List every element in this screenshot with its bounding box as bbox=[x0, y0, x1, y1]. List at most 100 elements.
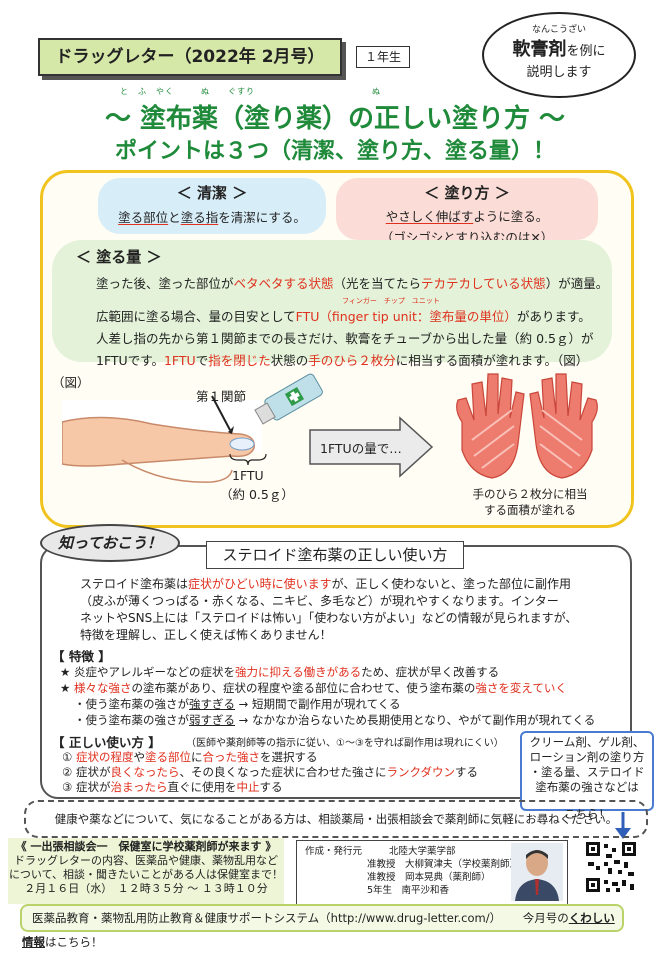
features-heading: 【 特徴 】 bbox=[52, 649, 111, 664]
arrow-right-icon bbox=[309, 416, 434, 478]
feature-4a: ・使う塗布薬の強さが bbox=[74, 713, 189, 727]
know-badge: 知っておこう！ bbox=[40, 524, 180, 562]
speech-bubble: なんこうざい 軟膏剤を例に 説明します bbox=[482, 12, 636, 98]
arrow-down-icon bbox=[615, 812, 631, 839]
credits-box: 作成・発行元 北陸大学薬学部 准教授 大柳賀津夫（学校薬剤師） 准教授 岡本晃典… bbox=[296, 840, 568, 906]
amount-p2a: 広範囲に塗る場合、量の目安として bbox=[96, 309, 296, 324]
amount-p4e: 状態の bbox=[270, 353, 309, 368]
amount-heading: ＜ 塗る量 ＞ bbox=[76, 248, 162, 266]
feature-1a: ★ 炎症やアレルギーなどの症状を bbox=[60, 665, 235, 679]
bubble-ruby: なんこうざい bbox=[531, 25, 586, 35]
main-title: 〜 塗布薬（塗り薬）の正しい塗り方 〜 bbox=[104, 104, 566, 134]
author-photo bbox=[511, 843, 563, 901]
intro-1a: ステロイド塗布薬は bbox=[80, 577, 189, 591]
credit-2: 准教授 岡本晃典（薬剤師） bbox=[367, 872, 491, 883]
consult-date: ２月１６日（水） １２時３５分 〜 １３時１０分 bbox=[24, 882, 268, 895]
amount-p1a: 塗った後、塗った部位が bbox=[96, 276, 234, 291]
figure-label: （図） bbox=[52, 375, 90, 390]
intro-3: ネットやSNS上には「ステロイドは怖い」「使わない方がよい」などの情報が見られま… bbox=[80, 611, 578, 625]
feature-3c: → 短期間で副作用が現れてくる bbox=[235, 697, 401, 711]
intro-1b: 症状がひどい時に使います bbox=[188, 577, 332, 591]
palms-illustration bbox=[456, 373, 598, 479]
usage-2d: ランクダウン bbox=[386, 765, 456, 779]
intro-1c: が、正しく使わないと、塗った部位に副作用 bbox=[331, 577, 571, 591]
side-note-4: 塗布薬の強さなどは bbox=[535, 780, 639, 794]
apply-text-a: やさしく伸ばす bbox=[385, 209, 474, 224]
amount-p4g: に相当する面積が塗れます。（図） bbox=[395, 353, 589, 368]
consult-box: 《 一出張相談会一 保健室に学校薬剤師が来ます 》 ドラッグレターの内容、医薬品… bbox=[8, 838, 284, 904]
usage-3c: 直ぐに使用を bbox=[167, 780, 237, 794]
side-note-3: ・塗る量、ステロイド bbox=[529, 765, 645, 779]
amount-p1e: ）が適量。 bbox=[545, 276, 609, 291]
ftu-label: 1FTU bbox=[232, 468, 264, 483]
clean-text-a: 塗る部位 bbox=[118, 210, 169, 225]
feature-4c: → なかなか治らないため長期使用となり、やがて副作用が現れてくる bbox=[235, 713, 596, 727]
feature-1b: 強力に抑える働きがある bbox=[234, 665, 362, 679]
usage-3e: する bbox=[259, 780, 283, 794]
joint-label: 第１関節 bbox=[196, 389, 247, 404]
usage-1e: に bbox=[190, 750, 203, 764]
intro-2: （皮ふが薄くつっぱる・赤くなる、ニキビ、多毛など）が現れやすくなります。インター bbox=[80, 594, 559, 608]
ftu-ruby: フィンガー チップ ユニット bbox=[342, 297, 440, 305]
consult-title: 《 一出張相談会一 保健室に学校薬剤師が来ます 》 bbox=[15, 840, 277, 853]
feature-2c: の塗布薬があり、症状の程度や塗る部位に合わせて、使う塗布薬の bbox=[131, 681, 476, 695]
amount-p1d: テカテカしている状態 bbox=[421, 276, 546, 291]
footer-detail-link[interactable]: くわしい情報 bbox=[22, 911, 615, 949]
title-ruby: と ふ やく ぬ ぐすり ぬ bbox=[120, 87, 381, 96]
feature-4b: 弱すぎる bbox=[189, 713, 235, 727]
clean-text-b: と bbox=[168, 210, 181, 225]
ointment-tube bbox=[254, 373, 323, 425]
bubble-line2: 説明します bbox=[526, 65, 592, 80]
usage-2e: する bbox=[455, 765, 479, 779]
consult-line-1: ドラッグレターの内容、医薬品や健康、薬物乱用など bbox=[14, 854, 278, 867]
side-note-1: クリーム剤、ゲル剤、 bbox=[529, 735, 645, 749]
credit-3: 5年生 南平沙和香 bbox=[367, 885, 450, 896]
amount-p2c: があります。 bbox=[516, 309, 591, 324]
bubble-main: 軟膏剤 bbox=[512, 39, 567, 60]
usage-note: （医師や薬剤師等の指示に従い、①〜③を守れば副作用は現れにくい） bbox=[186, 738, 504, 749]
feature-2d: 強さを変えていく bbox=[475, 681, 567, 695]
usage-3d: 中止 bbox=[236, 780, 260, 794]
clean-panel: ＜ 清潔 ＞ 塗る部位と塗る指を清潔にする。 bbox=[98, 178, 326, 234]
clean-text-c: 塗る指 bbox=[180, 210, 219, 225]
amount-panel: ＜ 塗る量 ＞ 塗った後、塗った部位がベタベタする状態（光を当てたらテカテカして… bbox=[52, 240, 612, 368]
usage-3a: ③ 症状が bbox=[62, 780, 111, 794]
footer-link-suffix: はこちら！ bbox=[45, 935, 103, 949]
amount-p4a: 1FTUです。 bbox=[96, 353, 164, 368]
bubble-tail: を例に bbox=[566, 44, 606, 59]
intro-4: 特徴を理解し、正しく使えば怖くありません！ bbox=[80, 628, 332, 642]
features-list: ★ 炎症やアレルギーなどの症状を強力に抑える働きがあるため、症状が早く改善する … bbox=[60, 664, 630, 728]
steroid-title: ステロイド塗布薬の正しい使い方 bbox=[206, 541, 464, 569]
feature-2b: 様々な強さ bbox=[73, 681, 132, 695]
amount-p1c: （光を当てたら bbox=[333, 276, 422, 291]
ftu-weight: （約 0.5ｇ） bbox=[220, 487, 294, 502]
apply-heading: ＜ 塗り方 ＞ bbox=[424, 184, 510, 202]
usage-3b: 治まったら bbox=[110, 780, 168, 794]
apply-panel: ＜ 塗り方 ＞ やさしく伸ばすように塗る。 （ゴシゴシとすり込むのは✕） bbox=[336, 178, 598, 245]
usage-1d: 塗る部位 bbox=[144, 750, 191, 764]
usage-2a: ② 症状が bbox=[62, 765, 111, 779]
palms-caption-1: 手のひら２枚分に相当 bbox=[472, 487, 588, 501]
clean-text-d: を清潔にする。 bbox=[218, 210, 306, 225]
feature-3a: ・使う塗布薬の強さが bbox=[74, 697, 189, 711]
side-note-2: ローション剤の塗り方 bbox=[529, 750, 645, 764]
usage-1f: 合った強さ bbox=[202, 750, 260, 764]
qr-code[interactable] bbox=[584, 840, 638, 894]
consult-line-2: について、相談・聞きたいことがある人は保健室まで！ bbox=[8, 868, 284, 881]
apply-text-b: ように塗る。 bbox=[473, 209, 549, 224]
feature-3b: 強すぎる bbox=[189, 697, 235, 711]
amount-p4f: 手のひら２枚分 bbox=[308, 353, 396, 368]
footer-text: 医薬品教育・薬物乱用防止教育＆健康サポートシステム（http://www.dru… bbox=[32, 911, 502, 925]
publisher-label: 作成・発行元 bbox=[305, 846, 363, 857]
usage-1g: を選択する bbox=[259, 750, 318, 764]
usage-2c: 、その良くなった症状に合わせた強さに bbox=[179, 765, 387, 779]
feature-2a: ★ bbox=[60, 681, 74, 695]
side-note[interactable]: クリーム剤、ゲル剤、 ローション剤の塗り方 ・塗る量、ステロイド 塗布薬の強さな… bbox=[520, 731, 654, 811]
credit-1: 准教授 大柳賀津夫（学校薬剤師） bbox=[367, 859, 520, 870]
amount-p4d: 指を閉じた bbox=[208, 353, 271, 368]
consult-notice: 健康や薬などについて、気になることがある方は、相談薬局・出張相談会で薬剤師に気軽… bbox=[24, 800, 648, 838]
clean-heading: ＜ 清潔 ＞ bbox=[176, 184, 248, 202]
amount-p1b: ベタベタする状態 bbox=[233, 276, 334, 291]
amount-p4b: 1FTU bbox=[163, 353, 196, 368]
finger-illustration bbox=[62, 395, 262, 483]
